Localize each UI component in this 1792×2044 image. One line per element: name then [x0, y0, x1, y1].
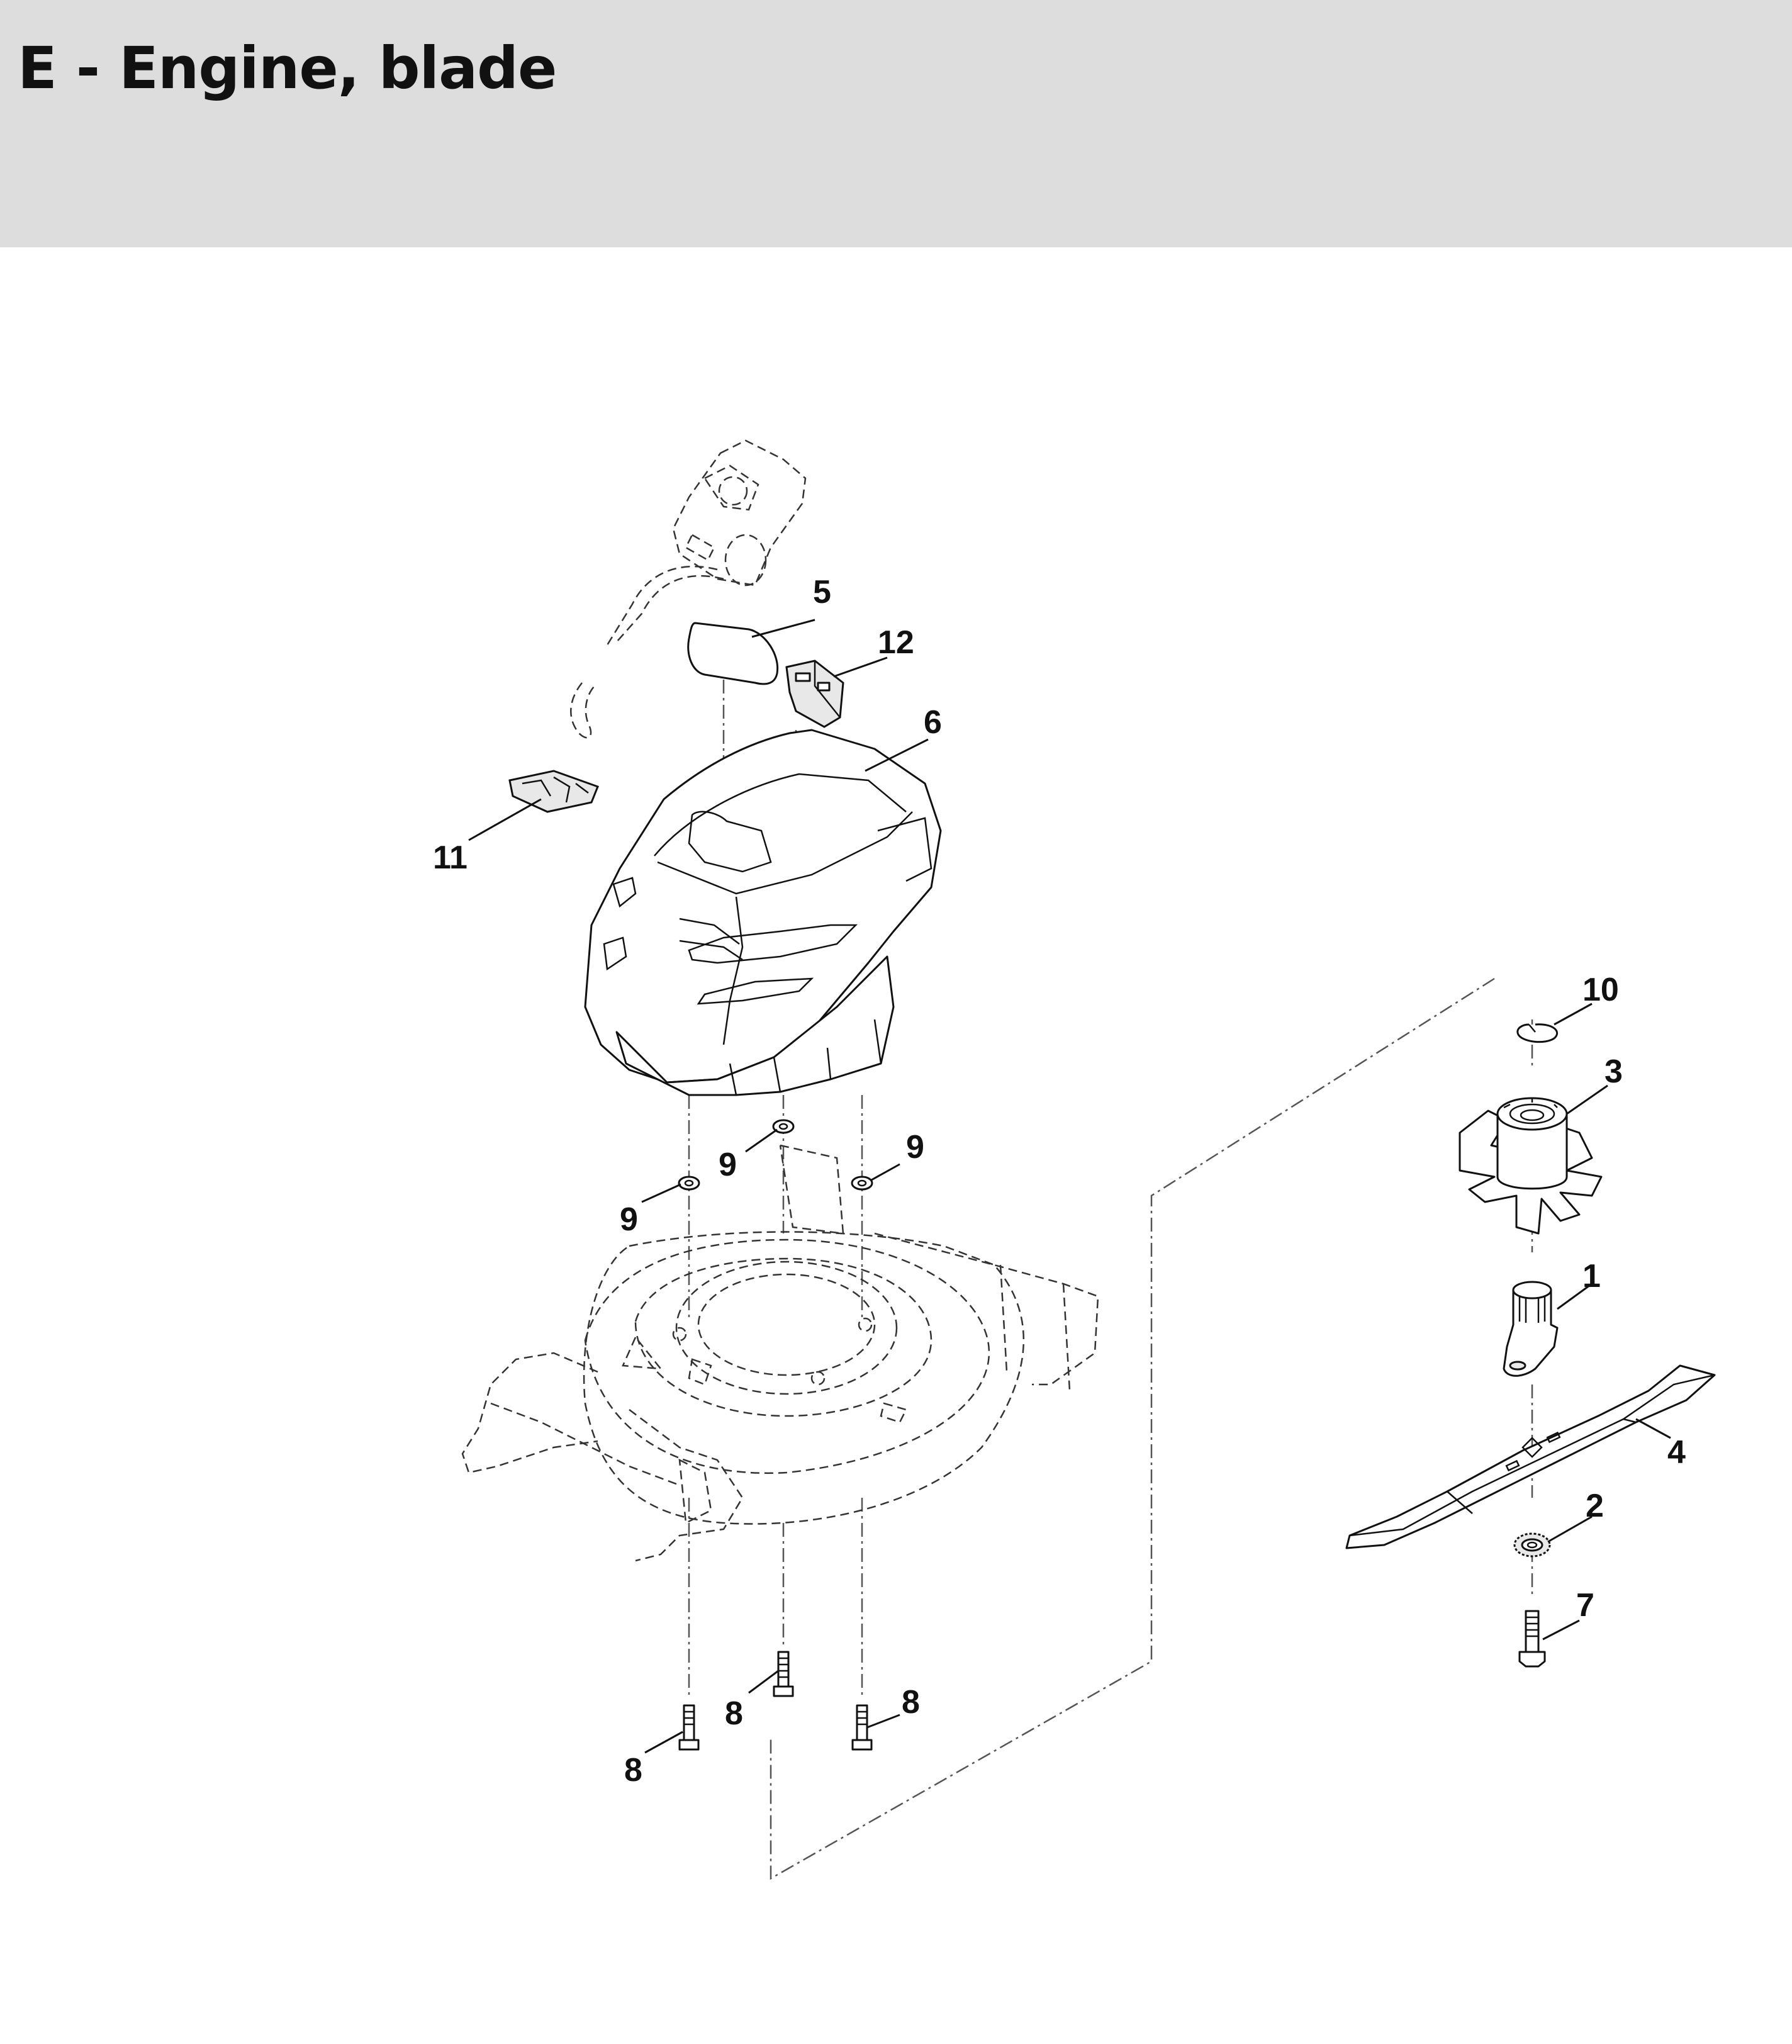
callout-9-center: 9 — [719, 1147, 737, 1183]
callout-3: 3 — [1604, 1053, 1623, 1090]
part-7-bolt — [1518, 1610, 1546, 1668]
callout-10: 10 — [1582, 972, 1619, 1008]
callout-4: 4 — [1667, 1434, 1686, 1471]
part-1-adapter — [1503, 1281, 1559, 1377]
part-12-switch — [785, 660, 844, 728]
callout-8-center: 8 — [725, 1695, 743, 1732]
callout-11: 11 — [433, 840, 468, 876]
callout-1: 1 — [1582, 1258, 1601, 1294]
part-4-blade — [1345, 1364, 1716, 1549]
part-6-hood — [584, 729, 942, 1096]
callout-5: 5 — [813, 574, 831, 610]
mower-deck — [461, 1144, 1099, 1562]
part-5-label — [687, 622, 779, 685]
callout-9-right: 9 — [906, 1129, 924, 1165]
callout-7: 7 — [1576, 1587, 1594, 1624]
part-10-ring — [1516, 1023, 1559, 1043]
page-title: E - Engine, blade — [18, 35, 557, 102]
callout-6: 6 — [924, 704, 942, 741]
callout-2: 2 — [1586, 1488, 1604, 1524]
part-9-washers — [678, 1119, 873, 1191]
page-header: E - Engine, blade — [0, 0, 1792, 247]
part-8-bolts — [678, 1651, 873, 1751]
assembly-lines — [688, 680, 1533, 1880]
part-3-fan — [1459, 1097, 1603, 1235]
callout-numbers: 5 12 6 11 9 9 9 10 3 1 4 2 7 8 8 8 — [433, 574, 1686, 1788]
leader-lines — [468, 619, 1671, 1754]
motor-assembly — [570, 439, 807, 739]
callout-8-left: 8 — [624, 1752, 642, 1788]
callout-8-right: 8 — [902, 1684, 920, 1721]
part-2-washer — [1513, 1532, 1551, 1558]
callout-12: 12 — [878, 624, 914, 661]
part-11-connector — [508, 770, 599, 813]
callout-9-left: 9 — [620, 1201, 638, 1238]
